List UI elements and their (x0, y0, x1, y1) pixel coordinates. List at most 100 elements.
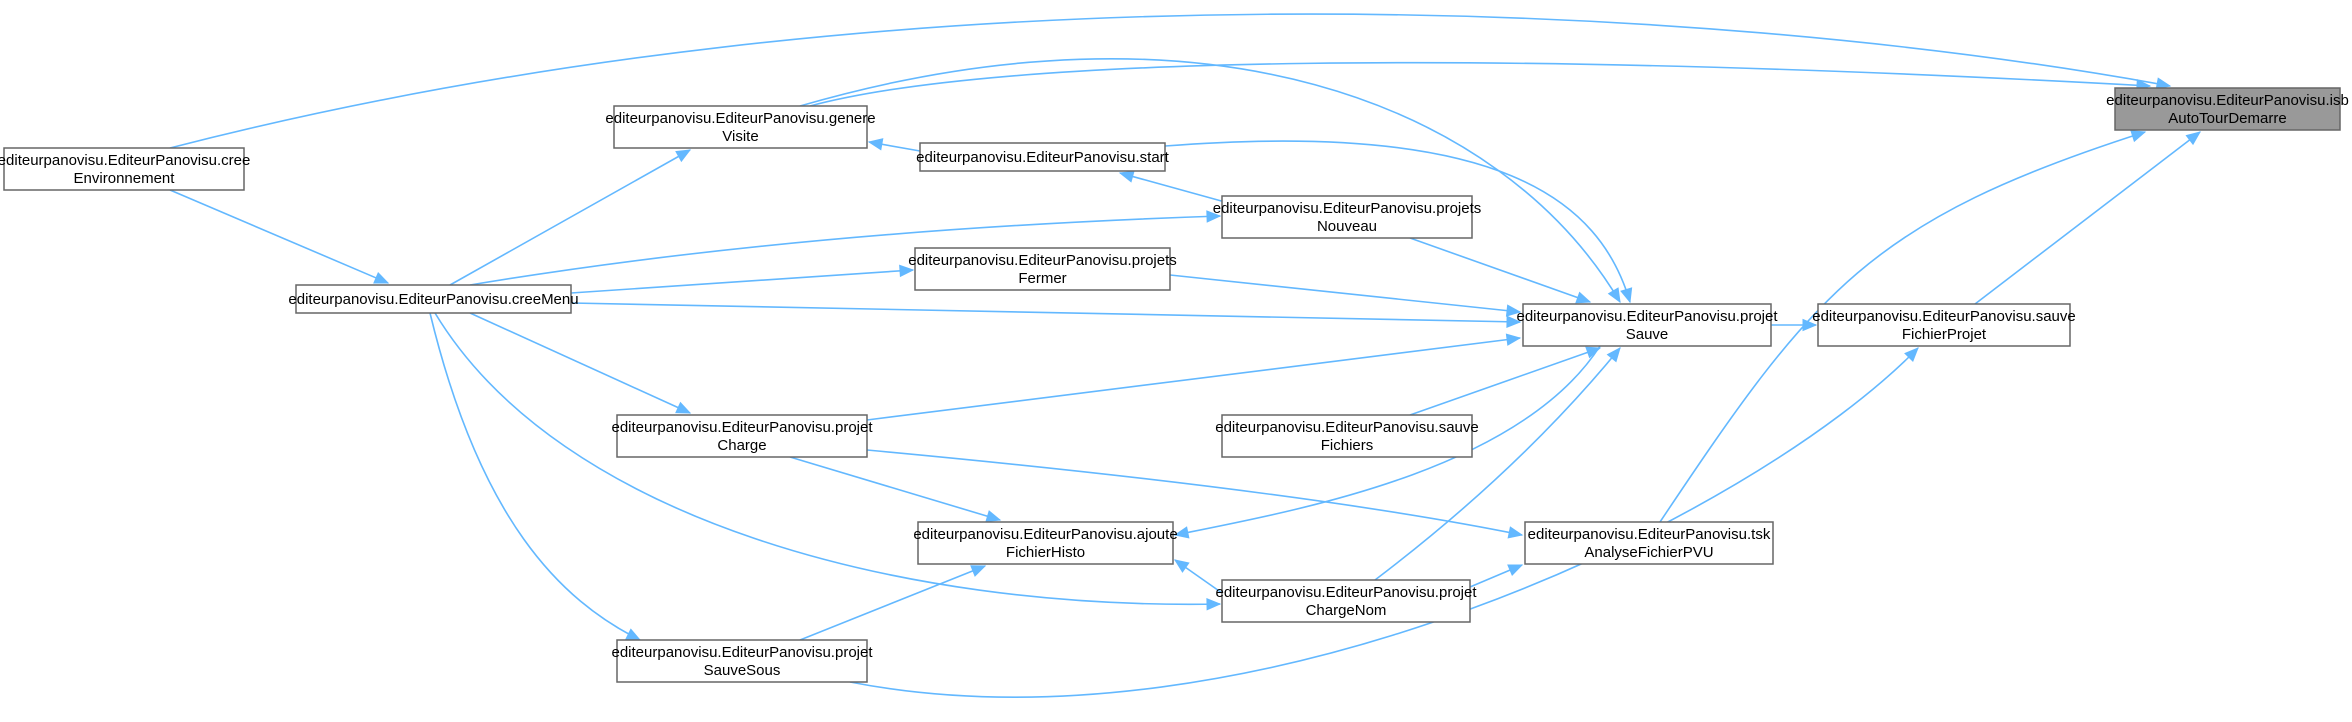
edge-projetsNouveau-to-start (1118, 170, 1226, 203)
node-genereVisite[interactable]: editeurpanovisu.EditeurPanovisu.genereVi… (605, 105, 876, 149)
arrowhead (1206, 597, 1222, 611)
edge-line (570, 302, 1521, 323)
node-box[interactable] (616, 414, 868, 458)
node-box[interactable] (1524, 521, 1774, 565)
edge-projetChargeNom-to-projetSauve (1374, 347, 1621, 581)
node-ajouteFichierHisto[interactable]: editeurpanovisu.EditeurPanovisu.ajouteFi… (913, 521, 1178, 565)
node-box[interactable] (616, 639, 868, 683)
nodes-layer: editeurpanovisu.EditeurPanovisu.isbAutoT… (0, 87, 2349, 683)
arrowhead (625, 628, 642, 641)
node-label-line2: FichierProjet (1902, 326, 1987, 343)
node-label-line1: editeurpanovisu.EditeurPanovisu.projets (1213, 200, 1482, 217)
edge-line (1409, 237, 1591, 303)
edge-line (169, 13, 2171, 149)
edge-line (469, 312, 691, 414)
arrowhead (373, 271, 390, 284)
arrowhead (1585, 346, 1602, 359)
edge-start-to-genereVisite (867, 138, 921, 152)
edge-creeMenu-to-projetCharge (469, 312, 692, 414)
edge-line (799, 57, 1621, 303)
edge-projetCharge-to-ajouteFichierHisto (789, 456, 1002, 523)
node-sauveFichierProjet[interactable]: editeurpanovisu.EditeurPanovisu.sauveFic… (1812, 303, 2076, 347)
arrowhead (1575, 291, 1592, 304)
node-label-line2: Sauve (1626, 326, 1669, 343)
edge-line (469, 215, 1221, 286)
arrowhead (970, 565, 987, 577)
edge-line (1164, 140, 1631, 303)
arrowhead (1620, 287, 1633, 304)
edge-line (1119, 172, 1226, 203)
node-isbAutoTourDemarre[interactable]: editeurpanovisu.EditeurPanovisu.isbAutoT… (2106, 87, 2349, 131)
edge-line (866, 449, 1523, 536)
node-box[interactable] (613, 105, 868, 149)
node-box[interactable] (2114, 87, 2341, 131)
edge-projetsNouveau-to-projetSauve (1409, 237, 1592, 304)
edge-line (434, 312, 1221, 606)
node-box[interactable] (1221, 579, 1471, 623)
edge-line (169, 189, 389, 284)
node-creeMenu[interactable]: editeurpanovisu.EditeurPanovisu.creeMenu (288, 284, 579, 314)
node-start[interactable]: editeurpanovisu.EditeurPanovisu.start (916, 142, 1170, 172)
node-label-line2: Visite (722, 128, 758, 145)
edge-line (1374, 347, 1621, 581)
arrowhead (675, 401, 692, 414)
node-label-line1: editeurpanovisu.EditeurPanovisu.start (916, 149, 1169, 166)
arrowhead (899, 264, 915, 278)
arrowhead (1505, 333, 1522, 346)
edge-start-to-projetSauve (1164, 140, 1633, 304)
arrowhead (1607, 287, 1621, 304)
arrowhead (2185, 131, 2202, 146)
node-label-line2: Environnement (74, 170, 176, 187)
node-box[interactable] (1221, 414, 1473, 458)
node-label-line2: Nouveau (1317, 218, 1377, 235)
node-box[interactable] (1221, 195, 1473, 239)
edge-line (799, 565, 986, 641)
edge-line (1659, 131, 2146, 523)
edge-line (1409, 347, 1601, 416)
edge-projetCharge-to-tskAnalyseFichierPVU (866, 449, 1524, 539)
edge-line (1169, 274, 1521, 313)
arrowhead (1206, 210, 1222, 223)
node-label-line1: editeurpanovisu.EditeurPanovisu.projet (612, 419, 874, 436)
edge-line (809, 61, 2151, 107)
node-label-line1: editeurpanovisu.EditeurPanovisu.ajoute (913, 526, 1177, 543)
node-label-line2: AutoTourDemarre (2168, 110, 2286, 127)
edge-sauveFichiers-to-projetSauve (1409, 346, 1602, 416)
edge-genereVisite-to-projetSauve (799, 57, 1621, 304)
edge-creeMenu-to-projetChargeNom (434, 312, 1222, 611)
node-label-line1: editeurpanovisu.EditeurPanovisu.sauve (1215, 419, 1479, 436)
node-label-line1: editeurpanovisu.EditeurPanovisu.projet (1216, 584, 1478, 601)
node-box[interactable] (919, 142, 1166, 172)
node-tskAnalyseFichierPVU[interactable]: editeurpanovisu.EditeurPanovisu.tskAnaly… (1524, 521, 1774, 565)
node-box[interactable] (3, 147, 245, 191)
arrowhead (1173, 526, 1190, 539)
edge-line (866, 337, 1521, 421)
node-box[interactable] (914, 247, 1171, 291)
edge-creeMenu-to-projetSauveSous (429, 312, 642, 641)
node-box[interactable] (1522, 303, 1772, 347)
node-box[interactable] (1817, 303, 2071, 347)
edge-line (570, 269, 914, 294)
edge-creeEnvironnement-to-creeMenu (169, 189, 390, 284)
node-sauveFichiers[interactable]: editeurpanovisu.EditeurPanovisu.sauveFic… (1215, 414, 1479, 458)
node-label-line1: editeurpanovisu.EditeurPanovisu.genere (605, 110, 875, 127)
node-projetsFermer[interactable]: editeurpanovisu.EditeurPanovisu.projetsF… (908, 247, 1177, 291)
node-creeEnvironnement[interactable]: editeurpanovisu.EditeurPanovisu.creeEnvi… (0, 147, 250, 191)
edge-projetChargeNom-to-ajouteFichierHisto (1173, 559, 1223, 594)
edge-line (449, 149, 691, 286)
node-box[interactable] (295, 284, 572, 314)
edges-layer (169, 13, 2202, 698)
node-projetSauveSous[interactable]: editeurpanovisu.EditeurPanovisu.projetSa… (612, 639, 874, 683)
arrowhead (1606, 347, 1621, 363)
edge-creeMenu-to-projetsFermer (570, 264, 915, 294)
node-projetChargeNom[interactable]: editeurpanovisu.EditeurPanovisu.projetCh… (1216, 579, 1478, 623)
edge-projetSauveSous-to-ajouteFichierHisto (799, 565, 987, 641)
node-projetCharge[interactable]: editeurpanovisu.EditeurPanovisu.projetCh… (612, 414, 874, 458)
edge-line (849, 347, 1919, 698)
edge-projetSauve-to-sauveFichierProjet (1771, 318, 1818, 332)
node-projetSauve[interactable]: editeurpanovisu.EditeurPanovisu.projetSa… (1517, 303, 1779, 347)
node-box[interactable] (917, 521, 1174, 565)
node-label-line1: editeurpanovisu.EditeurPanovisu.tsk (1528, 526, 1771, 543)
node-label-line1: editeurpanovisu.EditeurPanovisu.projets (908, 252, 1177, 269)
node-projetsNouveau[interactable]: editeurpanovisu.EditeurPanovisu.projetsN… (1213, 195, 1482, 239)
